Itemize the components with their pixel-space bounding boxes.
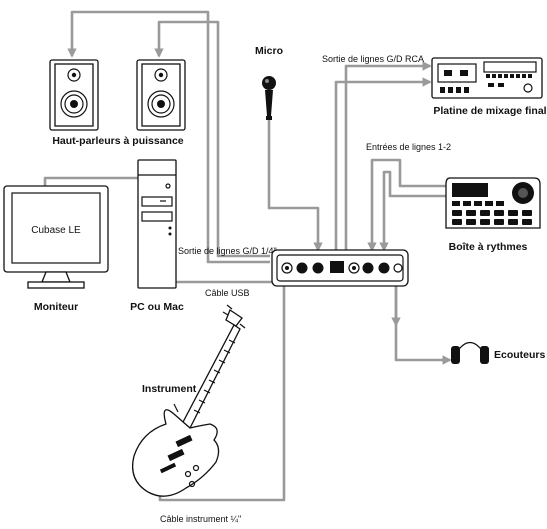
- headphones-label: Ecouteurs: [494, 349, 546, 361]
- final-mixer: [431, 57, 543, 99]
- rca-out-label: Sortie de lignes G/D RCA: [322, 54, 424, 64]
- microphone-icon: [262, 76, 276, 120]
- cable-speaker-left: [67, 10, 210, 250]
- monitor-label: Moniteur: [34, 301, 78, 313]
- speaker-left: [49, 59, 99, 131]
- line-in-label: Entrées de lignes 1-2: [366, 142, 451, 152]
- speaker-right: [136, 59, 186, 131]
- instrument-label: Instrument: [142, 383, 197, 395]
- drum-machine-label: Boîte à rythmes: [449, 241, 528, 253]
- cable-line-in-1: [367, 158, 450, 252]
- instrument-cable-label: Câble instrument ¼": [160, 514, 241, 524]
- monitor: Cubase LE: [3, 185, 109, 289]
- cable-microphone: [267, 120, 323, 252]
- headphones-icon: [451, 341, 489, 364]
- cable-quarter-out: [206, 250, 270, 264]
- cable-monitor: [43, 176, 138, 186]
- micro-label: Micro: [255, 45, 283, 57]
- pc-tower: [137, 159, 177, 289]
- cable-headphones: [394, 285, 452, 365]
- speakers-label: Haut-parleurs à puissance: [52, 135, 183, 147]
- final-mixer-label: Platine de mixage final: [433, 105, 546, 117]
- drum-machine: [445, 177, 541, 229]
- cable-line-in-2: [379, 170, 450, 252]
- audio-interface: [271, 249, 409, 287]
- guitar-icon: [131, 304, 246, 497]
- cable-rca-left: [334, 77, 432, 250]
- cable-quarter-out-2: [216, 250, 270, 258]
- pc-label: PC ou Mac: [130, 301, 184, 313]
- cubase-logo: Cubase LE: [31, 225, 81, 236]
- quarter-out-label: Sortie de lignes G/D 1/4": [178, 246, 277, 256]
- cable-rca-right: [344, 61, 432, 250]
- cable-speaker-right: [154, 20, 220, 250]
- usb-label: Câble USB: [205, 288, 250, 298]
